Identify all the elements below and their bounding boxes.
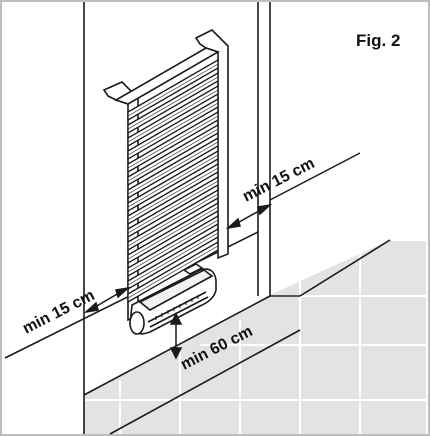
arrowhead-left-a <box>83 301 99 314</box>
floor-edge-diag <box>109 329 301 435</box>
fan-heater <box>129 263 217 335</box>
fan-heater-grille <box>147 291 209 328</box>
radiator-slat-edge <box>127 102 219 156</box>
radiator-rail-right <box>194 29 229 260</box>
radiator-slat-edge <box>127 167 219 221</box>
radiator-slat-edge <box>127 232 219 286</box>
figure-title: Fig. 2 <box>356 31 400 50</box>
fan-heater-vents <box>155 295 199 320</box>
radiator-slat-edge <box>127 206 219 260</box>
radiator-slats <box>127 58 219 304</box>
fan-heater-bracket <box>182 263 204 275</box>
fan-heater-end-cap <box>129 311 145 335</box>
arrowhead-bottom-a <box>169 312 183 325</box>
extension-right <box>269 152 361 201</box>
radiator-slat-edge <box>127 154 219 208</box>
radiator-slat-edge <box>127 115 219 169</box>
radiator-slat-edge <box>127 76 219 130</box>
radiator-slat-edge <box>127 63 219 117</box>
floor-surface <box>84 240 426 434</box>
floor-tile-grid <box>84 239 426 434</box>
floor <box>84 239 426 434</box>
radiator-top-bar <box>114 47 220 105</box>
radiator-slat-edge <box>127 193 219 247</box>
arrowhead-right-a <box>225 217 241 230</box>
arrowhead-right-b <box>257 203 273 216</box>
radiator-slat-edge <box>127 219 219 273</box>
floor-edge-back <box>299 239 391 297</box>
radiator-slat-edge <box>127 245 219 299</box>
radiator-slat-edge <box>127 128 219 182</box>
arrowhead-bottom-b <box>169 347 183 360</box>
floor-edge-front <box>83 295 271 396</box>
arrowhead-left-b <box>115 286 131 299</box>
radiator-slat-edge <box>127 141 219 195</box>
fan-heater-top <box>138 269 214 311</box>
radiator-slat-edge <box>127 89 219 143</box>
dimension-arrows <box>83 152 361 360</box>
radiator-slat-edge <box>127 180 219 234</box>
label-right-clearance: min 15 cm <box>240 155 317 206</box>
